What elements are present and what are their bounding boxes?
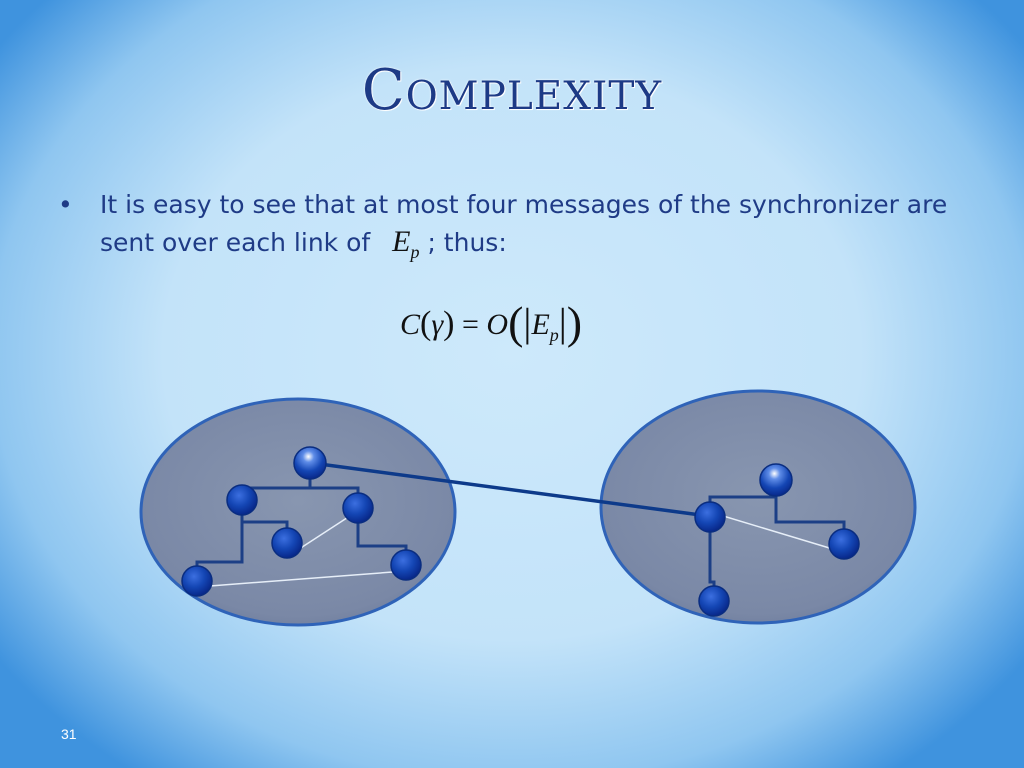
formula-big-rparen: ) [566, 297, 583, 348]
right-cross-edges [709, 511, 837, 551]
complexity-formula: C(γ) = O(|Ep|) [400, 292, 582, 348]
formula-c: C [400, 308, 421, 341]
formula-rparen: ) [443, 305, 455, 342]
cluster-right [599, 389, 917, 625]
bullet-marker: • [58, 190, 73, 219]
formula-big-lparen: ( [508, 297, 524, 348]
formula-lparen: ( [420, 305, 432, 342]
formula-e: E [531, 308, 550, 341]
bullet-line-2-start: sent over each link of [100, 228, 371, 257]
inline-math-ep: Ep [392, 225, 419, 262]
slide-title: Complexity [361, 58, 663, 123]
inter-cluster-link [311, 461, 709, 518]
node-left-b [342, 492, 374, 524]
bullet-line-2-end: ; thus: [427, 228, 507, 257]
node-left-a [226, 484, 258, 516]
node-left-c [271, 527, 303, 559]
formula-o: O [486, 308, 509, 341]
inline-math-subscript: p [410, 242, 420, 262]
node-left-root [293, 446, 327, 480]
left-nodes [181, 446, 422, 597]
formula-abs-left: | [523, 300, 532, 345]
node-left-e [390, 549, 422, 581]
node-right-a [694, 501, 726, 533]
formula-equals: = [462, 308, 479, 341]
bullet-line-2: sent over each link of Ep ; thus: [100, 223, 960, 271]
bullet-line-1: It is easy to see that at most four mess… [100, 190, 948, 219]
node-right-c [698, 585, 730, 617]
bullet-text: It is easy to see that at most four mess… [100, 186, 960, 271]
right-nodes [694, 463, 860, 617]
node-left-d [181, 565, 213, 597]
page-number: 31 [61, 726, 77, 742]
formula-abs-right: | [558, 300, 567, 345]
node-right-b [828, 528, 860, 560]
cluster-left [139, 397, 457, 627]
node-right-root [759, 463, 793, 497]
formula-gamma: γ [431, 308, 444, 341]
left-cross-edges [196, 511, 407, 588]
formula-subscript: p [549, 325, 559, 345]
inline-math-e: E [392, 225, 411, 258]
